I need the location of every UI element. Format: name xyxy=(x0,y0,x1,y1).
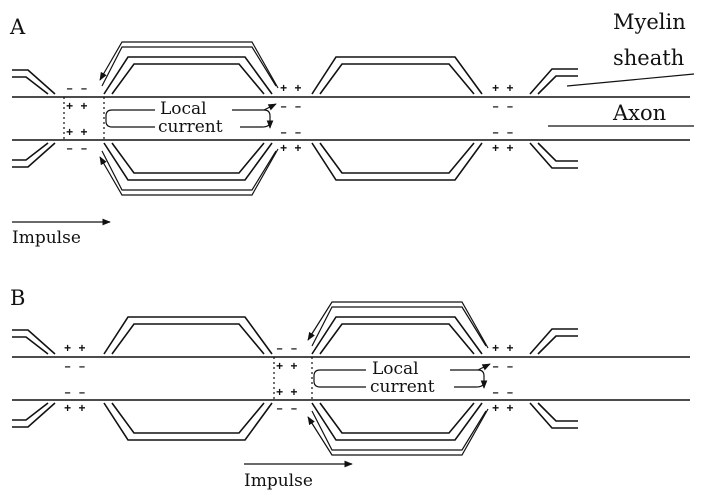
panel-b-local-current-label-2: current xyxy=(370,377,435,397)
charge: + + xyxy=(66,100,88,114)
panel-b-active-node xyxy=(273,357,313,400)
charge: – – xyxy=(64,360,86,374)
panel-a-myelin-segment-2 xyxy=(311,56,483,181)
panel-a-impulse-label: Impulse xyxy=(12,228,81,248)
panel-a-local-current-label-2: current xyxy=(158,117,223,137)
panel-a-axon xyxy=(12,96,690,141)
charge: – – xyxy=(492,360,514,374)
charge: – – xyxy=(280,126,302,140)
charge: + + xyxy=(492,402,514,416)
panel-a-myelin-right xyxy=(529,68,578,169)
axon-label: Axon xyxy=(612,101,666,125)
panel-b-axon xyxy=(12,356,690,401)
charge: – – xyxy=(276,342,298,356)
myelin-label-line1: Myelin xyxy=(613,10,686,34)
charge: – – xyxy=(66,82,88,96)
panel-b-current-loop-bottom xyxy=(307,408,489,456)
panel-a-current-loop-bottom xyxy=(99,148,279,196)
charge: + + xyxy=(280,142,302,156)
charge: + + xyxy=(492,142,514,156)
panel-a-myelin-left xyxy=(12,69,56,168)
panel-b: B xyxy=(10,286,690,491)
panel-a-myelin-segment-1 xyxy=(103,56,273,181)
charge: – – xyxy=(492,126,514,140)
panel-b-local-current-label-1: Local xyxy=(372,359,419,379)
panel-a-active-node xyxy=(63,97,105,140)
charge: – – xyxy=(492,100,514,114)
panel-b-myelin-segment-2 xyxy=(311,316,483,441)
charge: + + xyxy=(64,402,86,416)
panel-b-label: B xyxy=(10,286,25,310)
charge: + + xyxy=(64,342,86,356)
panel-a-charges: – – + + + + – – + + – – – – + + + + – – … xyxy=(66,82,514,156)
panel-b-myelin-left xyxy=(12,329,56,428)
panel-a-local-current-arrows xyxy=(105,103,277,129)
panel-a-label: A xyxy=(9,15,26,39)
charge: – – xyxy=(66,142,88,156)
charge: + + xyxy=(66,126,88,140)
charge: – – xyxy=(64,386,86,400)
panel-b-myelin-right xyxy=(529,328,578,429)
charge: – – xyxy=(492,386,514,400)
charge: – – xyxy=(280,100,302,114)
charge: + + xyxy=(276,360,298,374)
panel-b-current-loop-top xyxy=(307,301,489,349)
panel-a-local-current-label-1: Local xyxy=(160,99,207,119)
charge: + + xyxy=(492,82,514,96)
charge: + + xyxy=(492,342,514,356)
panel-b-myelin-segment-1 xyxy=(103,316,273,441)
charge: – – xyxy=(276,402,298,416)
myelin-label-line2: sheath xyxy=(613,46,684,70)
panel-a-current-loop-top xyxy=(99,41,279,89)
charge: + + xyxy=(276,386,298,400)
myelin-leader-line xyxy=(566,73,695,87)
panel-b-local-current-arrows xyxy=(313,363,491,389)
charge: + + xyxy=(280,82,302,96)
panel-a: A xyxy=(9,10,695,248)
panel-b-impulse-label: Impulse xyxy=(244,471,313,491)
panel-b-charges: + + – – – – + + – – + + + + – – + + – – … xyxy=(64,342,514,416)
